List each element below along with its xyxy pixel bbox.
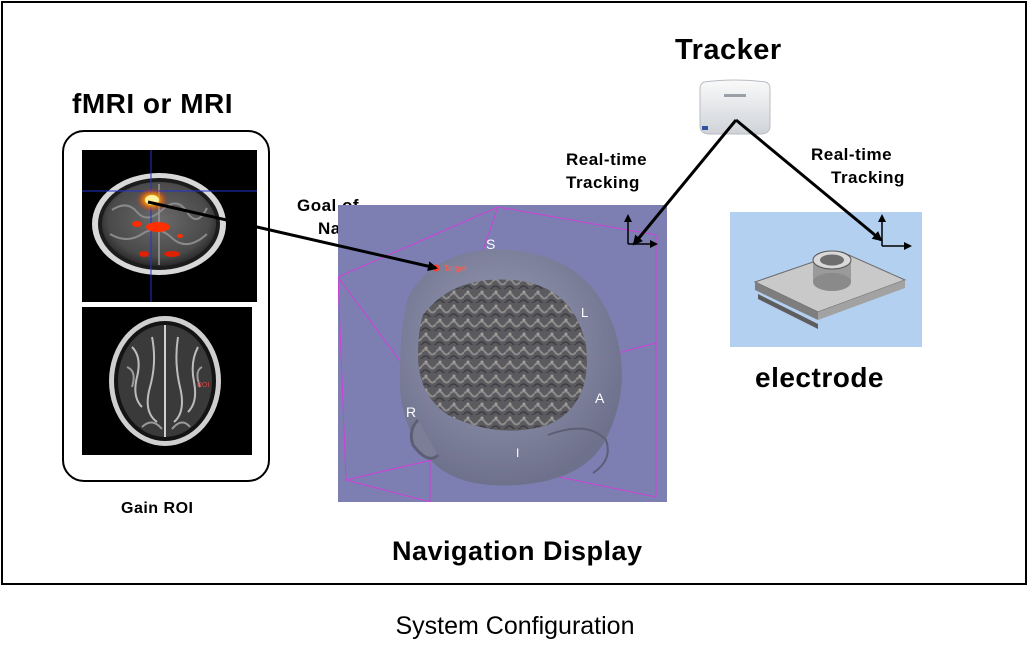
tracker-device-image bbox=[698, 78, 772, 136]
fmri-axial-image bbox=[82, 150, 257, 302]
navigation-3d-view: Target S L A R I bbox=[338, 205, 667, 502]
mri-title: fMRI or MRI bbox=[72, 88, 234, 119]
roi-marker-label: ROI bbox=[197, 382, 210, 389]
target-marker-label: Target bbox=[444, 264, 467, 273]
realtime-right-line-1: Real-time bbox=[811, 145, 893, 164]
orientation-l: L bbox=[581, 305, 588, 320]
electrode-image bbox=[730, 212, 922, 347]
electrode-label: electrode bbox=[755, 362, 884, 393]
tracker-title: Tracker bbox=[675, 34, 782, 66]
orientation-a: A bbox=[595, 390, 605, 406]
gain-roi-label: Gain ROI bbox=[121, 500, 194, 517]
realtime-right-line-2: Tracking bbox=[831, 168, 905, 187]
realtime-left-line-2: Tracking bbox=[566, 173, 640, 192]
realtime-left-line-1: Real-time bbox=[566, 150, 648, 169]
orientation-r: R bbox=[406, 404, 416, 420]
orientation-i: I bbox=[516, 446, 519, 460]
figure-caption: System Configuration bbox=[395, 612, 635, 640]
navigation-display-label: Navigation Display bbox=[392, 536, 643, 566]
diagram-frame bbox=[1, 1, 1027, 585]
orientation-s: S bbox=[486, 236, 495, 252]
mri-image-group bbox=[62, 130, 270, 482]
mri-axial-image: ROI bbox=[82, 307, 252, 455]
